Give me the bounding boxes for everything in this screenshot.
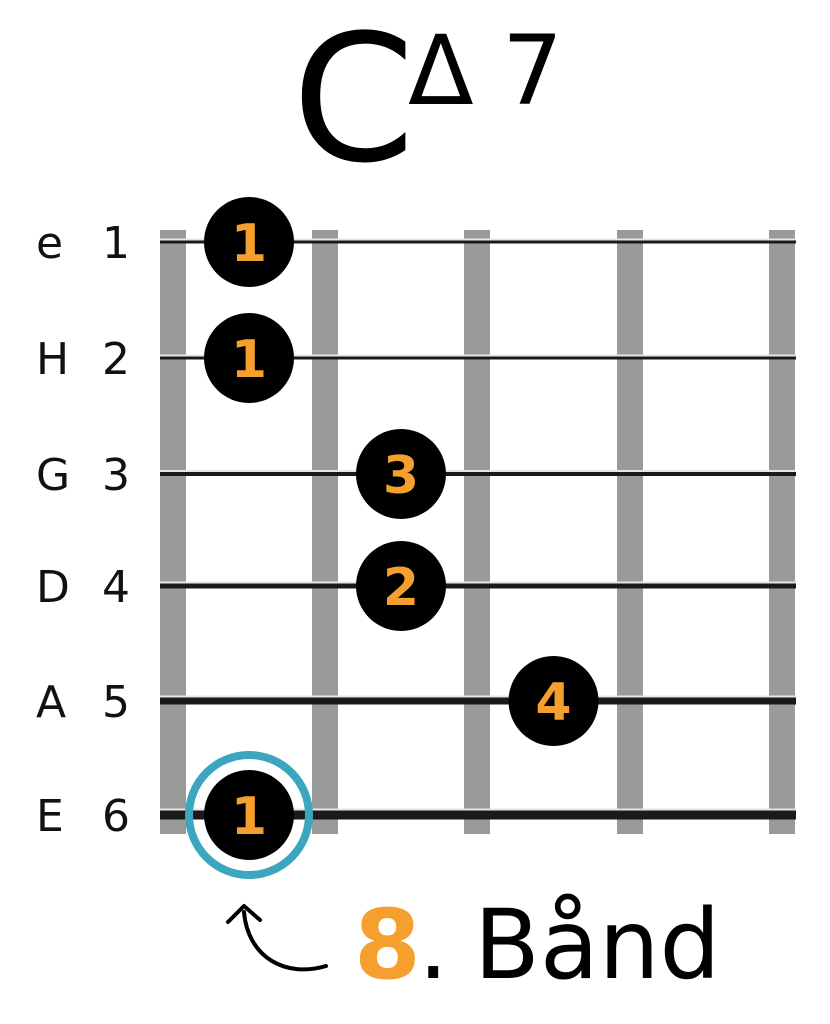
finger-number: 4	[535, 673, 571, 733]
finger-number: 1	[231, 787, 267, 847]
chord-extension: 7	[502, 15, 563, 127]
finger-dot	[204, 197, 294, 287]
string-highlight	[160, 695, 796, 698]
finger-dot	[356, 541, 446, 631]
fret-number: 8	[354, 889, 421, 1001]
chord-name: C Δ 7	[292, 0, 563, 202]
arrow-head-icon	[226, 904, 262, 924]
string-highlight	[160, 581, 796, 584]
string-name: D	[36, 562, 70, 613]
string-number: 3	[102, 450, 130, 501]
root-ring	[185, 751, 313, 879]
string-line	[160, 472, 796, 476]
fret-bar	[617, 230, 643, 834]
curved-arrow-icon	[242, 910, 328, 972]
string-highlight	[160, 808, 796, 811]
string-number: 5	[102, 677, 130, 728]
string-highlight	[160, 470, 796, 472]
finger-number: 2	[383, 558, 419, 618]
string-line	[160, 697, 796, 705]
string-name: E	[36, 791, 64, 842]
finger-dot	[204, 770, 294, 860]
string-name: G	[36, 450, 70, 501]
finger-dot	[204, 313, 294, 403]
finger-dot	[508, 656, 599, 746]
fret-separator: .	[418, 889, 449, 1001]
fret-position-marker: 8 . Bånd	[226, 889, 720, 1001]
finger-number: 1	[231, 214, 267, 274]
string-number: 6	[102, 791, 130, 842]
string-number: 2	[102, 334, 130, 385]
fret-bar	[464, 230, 490, 834]
string-number: 4	[102, 562, 130, 613]
string-number: 1	[102, 218, 130, 269]
string-highlight	[160, 238, 796, 241]
fretboard	[160, 230, 796, 834]
fret-bars	[160, 230, 795, 834]
strings	[160, 238, 796, 820]
finger-dots: 1 1 3 2 4 1	[185, 197, 599, 879]
string-line	[160, 240, 796, 244]
string-line	[160, 583, 796, 589]
finger-number: 1	[231, 330, 267, 390]
chord-quality-symbol: Δ	[408, 15, 474, 127]
string-name: e	[36, 218, 63, 269]
fret-bar	[769, 230, 795, 834]
finger-dot	[356, 429, 446, 519]
nut-bar	[160, 230, 186, 834]
string-name: A	[36, 677, 66, 728]
fret-label: Bånd	[474, 889, 720, 1001]
string-name: H	[36, 334, 69, 385]
finger-number: 3	[383, 446, 419, 506]
string-line	[160, 356, 796, 360]
fret-bar	[312, 230, 338, 834]
chord-root: C	[292, 0, 415, 202]
string-line	[160, 810, 796, 820]
string-highlight	[160, 354, 796, 357]
